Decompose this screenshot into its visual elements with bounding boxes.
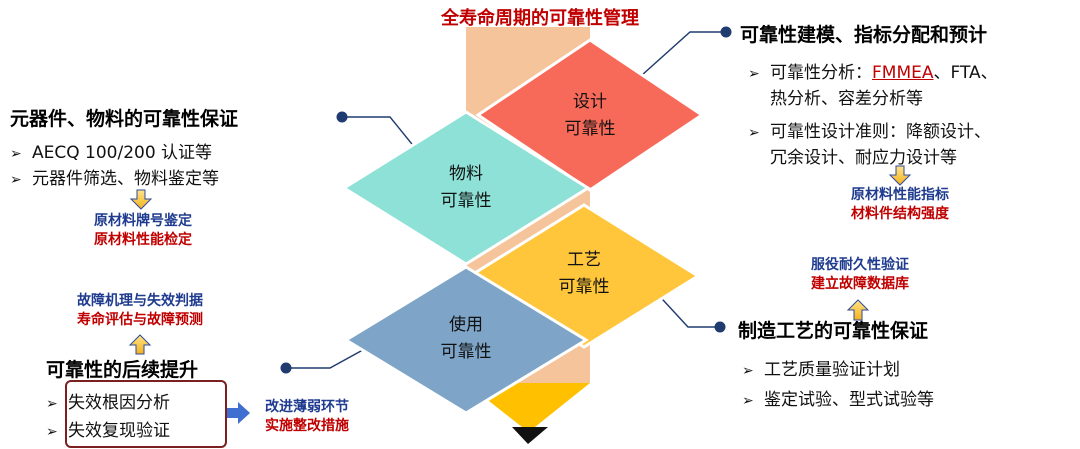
usage-note-line1: 故障机理与失效判据: [77, 293, 203, 309]
diamond-material-label: 物料 可靠性: [426, 161, 506, 215]
connector-dot-process: [714, 321, 726, 333]
diamond-process-label: 工艺 可靠性: [544, 247, 624, 301]
design-note-line2: 材料件结构强度: [851, 206, 949, 222]
usage-side-note-line2: 实施整改措施: [265, 418, 349, 434]
fmmea-link: FMMEA: [872, 63, 934, 83]
diagram-title: 全寿命周期的可靠性管理: [441, 8, 639, 29]
process-heading: 制造工艺的可靠性保证: [738, 320, 929, 342]
process-bullet-2: ➢ 鉴定试验、型式试验等: [742, 385, 934, 410]
design-note-line1: 原材料性能指标: [851, 187, 949, 203]
process-note: 服役耐久性验证 建立故障数据库: [785, 256, 935, 294]
diamond-material-line2: 可靠性: [440, 191, 492, 211]
diamond-design-line1: 设计: [573, 92, 607, 112]
usage-bullet-2: ➢ 失效复现验证: [46, 416, 170, 441]
bullet-arrow-icon: ➢: [46, 396, 58, 412]
diamond-design-label: 设计 可靠性: [550, 89, 630, 143]
process-note-line2: 建立故障数据库: [811, 276, 909, 292]
arrow-right-usage: [226, 402, 250, 424]
material-note: 原材料牌号鉴定 原材料性能检定: [68, 212, 218, 250]
usage-note-line2: 寿命评估与故障预测: [77, 312, 203, 328]
bullet-arrow-icon: ➢: [748, 125, 760, 141]
material-bullet-2-text: 元器件筛选、物料鉴定等: [32, 169, 219, 189]
bullet-arrow-icon: ➢: [10, 172, 22, 188]
connector-dot-design: [720, 26, 732, 38]
usage-bullet-2-text: 失效复现验证: [68, 421, 170, 441]
process-bullet-1: ➢ 工艺质量验证计划: [742, 355, 900, 380]
material-heading: 元器件、物料的可靠性保证: [10, 108, 239, 130]
process-note-line1: 服役耐久性验证: [811, 257, 909, 273]
usage-bullet-box: [65, 380, 227, 448]
arrow-down-design: [888, 165, 912, 186]
connector-dot-usage: [280, 362, 292, 374]
usage-bullet-1-text: 失效根因分析: [68, 393, 170, 413]
design-note: 原材料性能指标 材料件结构强度: [825, 186, 975, 224]
material-note-line2: 原材料性能检定: [94, 232, 192, 248]
bullet-arrow-icon: ➢: [748, 66, 760, 82]
process-bullet-1-text: 工艺质量验证计划: [764, 360, 900, 380]
usage-side-note: 改进薄弱环节 实施整改措施: [252, 398, 362, 436]
design-bullet-1: ➢ 可靠性分析：FMMEA、FTA、: [748, 58, 998, 83]
connector-process: [651, 287, 720, 328]
design-heading: 可靠性建模、指标分配和预计: [740, 24, 988, 46]
usage-heading: 可靠性的后续提升: [46, 359, 199, 381]
diamond-usage: [343, 265, 589, 415]
usage-bullet-1: ➢ 失效根因分析: [46, 388, 170, 413]
diamond-process-line1: 工艺: [567, 250, 601, 270]
connector-dot-material: [336, 111, 348, 123]
connector-design: [631, 31, 725, 85]
material-note-line1: 原材料牌号鉴定: [94, 213, 192, 229]
material-bullet-1-text: AECQ 100/200 认证等: [32, 143, 213, 163]
diamond-design-line2: 可靠性: [564, 119, 616, 139]
process-bullet-2-text: 鉴定试验、型式试验等: [764, 390, 934, 410]
design-bullet-1-rest: 、FTA、: [933, 63, 998, 83]
diamond-usage-label: 使用 可靠性: [426, 312, 506, 366]
design-bullet-2-text: 可靠性设计准则：降额设计、: [770, 122, 991, 142]
pencil-lead: [512, 427, 548, 444]
design-bullet-2: ➢ 可靠性设计准则：降额设计、: [748, 117, 991, 142]
connector-material: [343, 116, 421, 155]
bullet-arrow-icon: ➢: [46, 424, 58, 440]
arrow-up-process: [846, 299, 870, 321]
diamond-usage-line2: 可靠性: [440, 342, 492, 362]
arrow-down-material: [129, 189, 153, 210]
bullet-arrow-icon: ➢: [742, 393, 754, 409]
usage-side-note-line1: 改进薄弱环节: [265, 399, 349, 415]
arrow-up-usage: [128, 334, 152, 355]
diamond-usage-line1: 使用: [449, 315, 483, 335]
diamond-process-line2: 可靠性: [558, 277, 610, 297]
design-bullet-1-line2: 热分析、容差分析等: [770, 89, 923, 109]
bullet-arrow-icon: ➢: [10, 146, 22, 162]
diamond-material: [341, 110, 591, 266]
material-bullet-1: ➢ AECQ 100/200 认证等: [10, 138, 212, 163]
diamond-design: [475, 38, 705, 192]
usage-note: 故障机理与失效判据 寿命评估与故障预测: [50, 292, 230, 330]
design-bullet-2-line2: 冗余设计、耐应力设计等: [770, 148, 957, 168]
material-bullet-2: ➢ 元器件筛选、物料鉴定等: [10, 164, 219, 189]
diamond-material-line1: 物料: [449, 164, 483, 184]
bullet-arrow-icon: ➢: [742, 363, 754, 379]
design-bullet-1-prefix: 可靠性分析：: [770, 63, 872, 83]
